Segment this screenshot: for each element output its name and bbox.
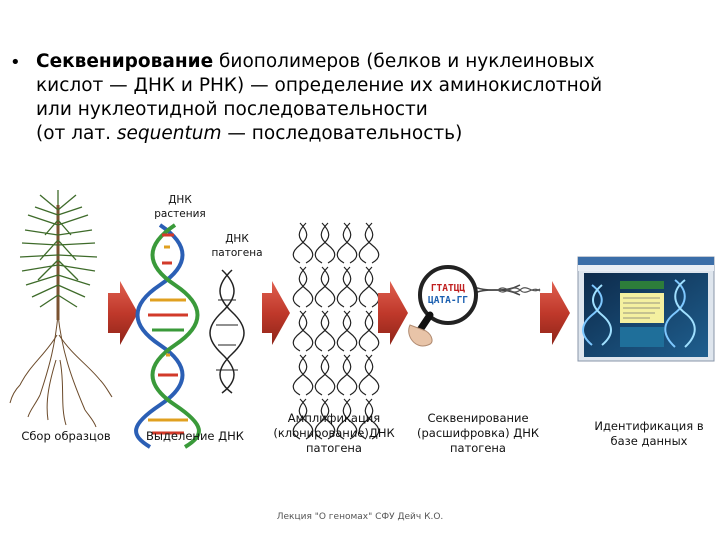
amp-label-2: (клонирование)ДНК <box>273 426 395 440</box>
amplified-dna-strand <box>336 398 352 440</box>
amplified-dna-strand <box>292 398 308 440</box>
bullet-marker: • <box>10 52 21 73</box>
amp-label-3: патогена <box>306 441 362 455</box>
caption-plant-dna: ДНК растения <box>150 193 210 221</box>
arrow-1 <box>108 281 138 345</box>
arrow-3 <box>378 281 408 345</box>
amplified-dna-strand <box>292 266 308 308</box>
collection-label: Сбор образцов <box>21 429 111 443</box>
amplified-dna-strand <box>358 398 374 440</box>
amplified-dna-strand <box>358 266 374 308</box>
id-label-2: базе данных <box>610 434 688 448</box>
amplified-dna-strand <box>364 354 380 396</box>
amplified-dna-strand <box>320 398 336 440</box>
amplified-dna-strand <box>336 266 352 308</box>
database-screen-image <box>577 256 715 362</box>
footer-credit: Лекция "О геномах" СФУ Дейч К.О. <box>276 512 444 522</box>
amplified-dna-strand <box>292 310 308 352</box>
caption-identification: Идентификация в базе данных <box>586 419 712 449</box>
sequencing-term: Секвенирование <box>36 51 214 72</box>
amplified-dna-strand <box>342 354 358 396</box>
amplified-dna-strand <box>298 310 314 352</box>
amplified-dna-strand <box>342 398 358 440</box>
amplified-dna-strand <box>314 310 330 352</box>
bullet-line-2: кислот — ДНК и РНК) — определение их ами… <box>36 75 603 96</box>
caption-collection: Сбор образцов <box>6 429 126 444</box>
amplified-dna-strand <box>364 266 380 308</box>
id-label-1: Идентификация в <box>594 419 704 433</box>
seq-label-2: (расшифровка) ДНК <box>416 426 540 440</box>
amplified-dna-strand <box>320 310 336 352</box>
amplified-dna-strand <box>314 398 330 440</box>
seq-label-3: патогена <box>450 441 506 455</box>
amplified-dna-strand <box>358 354 374 396</box>
plant-dna-label-1: ДНК <box>168 194 192 206</box>
arrow-2 <box>262 281 290 345</box>
workflow-illustration: ГТАТЦЦ ЦАТА-ГГ <box>9 190 715 449</box>
amplified-dna-strand <box>342 310 358 352</box>
amplified-dna-strand <box>298 266 314 308</box>
amplified-dna-strand <box>320 266 336 308</box>
pathogen-dna-label-2: патогена <box>211 247 263 259</box>
pine-seedling-image <box>9 190 113 428</box>
amplified-dna-strand <box>314 354 330 396</box>
bullet-line-4: (от лат. sequentum — последовательность) <box>36 122 716 146</box>
pathogen-dna-label-1: ДНК <box>225 233 249 245</box>
caption-extraction: Выделение ДНК <box>140 429 250 444</box>
amplified-dna-strand <box>298 222 314 264</box>
caption-pathogen-dna: ДНК патогена <box>205 232 269 260</box>
amplified-dna-grid <box>292 222 380 440</box>
amplified-dna-strand <box>298 398 314 440</box>
lens-sequence-bottom: ЦАТА-ГГ <box>428 295 468 306</box>
caption-amplification: Амплификация (клонирование)ДНК патогена <box>272 411 396 456</box>
bullet-line-1: Секвенирование биополимеров (белков и ну… <box>36 50 716 74</box>
amplified-dna-strand <box>292 222 308 264</box>
amplified-dna-strand <box>364 222 380 264</box>
amplified-dna-strand <box>320 354 336 396</box>
amplified-dna-strand <box>336 222 352 264</box>
amplified-dna-strand <box>342 222 358 264</box>
amplified-dna-strand <box>298 354 314 396</box>
amplified-dna-strand <box>314 222 330 264</box>
bullet-text: Секвенирование биополимеров (белков и ну… <box>36 50 716 146</box>
line4-post: — последовательность) <box>221 123 463 144</box>
amplified-dna-strand <box>364 310 380 352</box>
caption-sequencing: Секвенирование (расшифровка) ДНК патоген… <box>416 411 540 456</box>
pathogen-dna-helix <box>209 269 245 394</box>
amplified-dna-strand <box>358 222 374 264</box>
amp-label-1: Амплификация <box>287 411 381 425</box>
amplified-dna-strand <box>314 266 330 308</box>
bullet-line-3: или нуклеотидной последовательности <box>36 99 428 120</box>
seq-label-1: Секвенирование <box>427 411 529 425</box>
amplified-dna-strand <box>336 354 352 396</box>
amplified-dna-strand <box>320 222 336 264</box>
plant-dna-helix <box>134 223 201 449</box>
magnifier-image <box>408 265 541 347</box>
line4-pre: (от лат. <box>36 123 117 144</box>
amplified-dna-strand <box>336 310 352 352</box>
sequencing-workflow-diagram: ГТАТЦЦ ЦАТА-ГГ ДНК растения <box>0 185 720 475</box>
amplified-dna-strand <box>358 310 374 352</box>
line1-rest: биополимеров (белков и нуклеиновых <box>213 51 595 72</box>
plant-dna-label-2: растения <box>154 208 206 220</box>
amplified-dna-strand <box>292 354 308 396</box>
extraction-label: Выделение ДНК <box>146 429 244 443</box>
amplified-dna-strand <box>342 266 358 308</box>
arrow-4 <box>540 281 570 345</box>
lens-sequence-top: ГТАТЦЦ <box>431 283 466 294</box>
latin-term: sequentum <box>116 123 222 144</box>
amplified-dna-strand <box>364 398 380 440</box>
